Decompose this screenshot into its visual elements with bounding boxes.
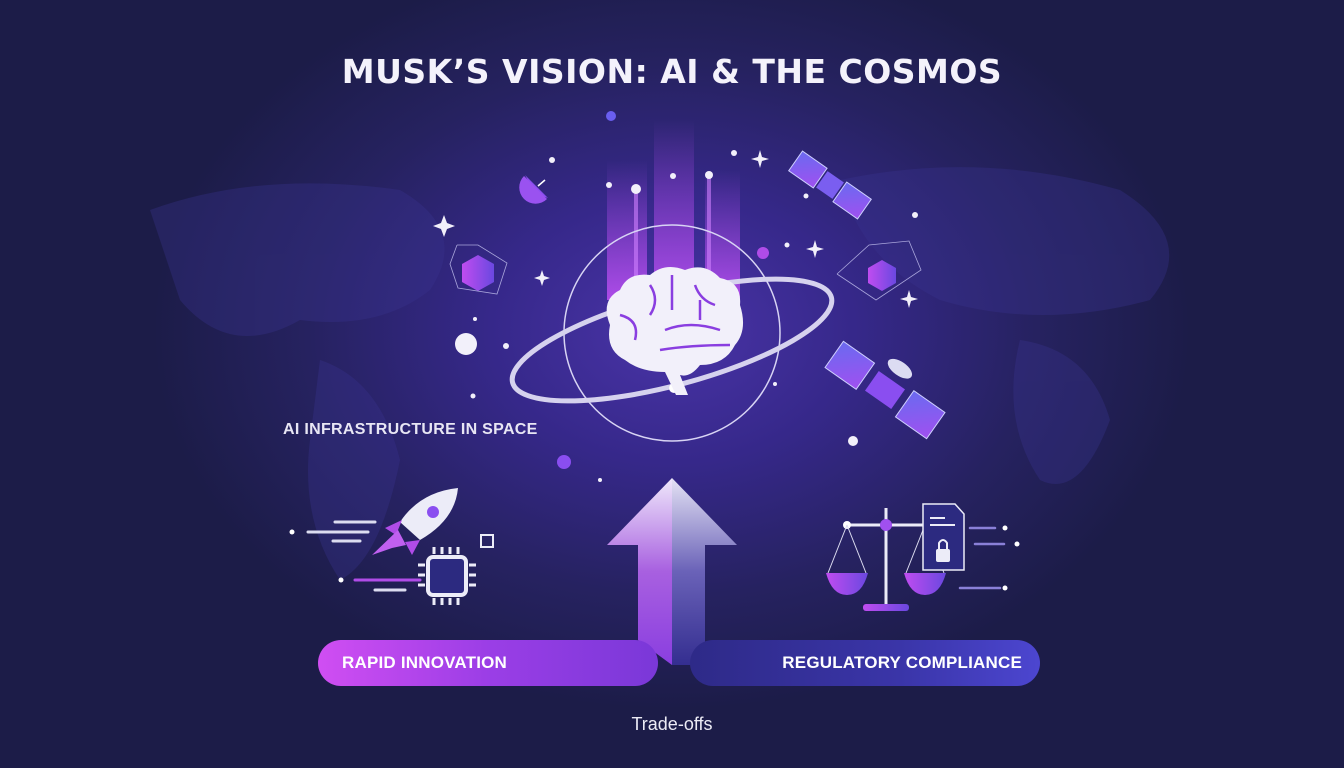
rapid-innovation-pill: RAPID INNOVATION bbox=[318, 640, 658, 686]
locked-document-icon bbox=[922, 503, 1020, 591]
star-dots bbox=[455, 111, 918, 482]
tradeoffs-caption: Trade-offs bbox=[631, 714, 713, 734]
satellite-dish-icon bbox=[519, 175, 548, 204]
rocket-icon bbox=[289, 488, 458, 592]
hexagon-network-icon bbox=[449, 240, 922, 301]
scales-icon bbox=[826, 508, 946, 611]
satellite-icon bbox=[824, 340, 946, 440]
page-title: MUSK’S VISION: AI & THE COSMOS bbox=[341, 52, 1003, 91]
infrastructure-label: AI INFRASTRUCTURE IN SPACE bbox=[283, 421, 538, 438]
up-arrow-icon bbox=[607, 478, 737, 665]
satellite-icon bbox=[788, 150, 872, 220]
sparkle-star-icon bbox=[433, 150, 918, 308]
brain-icon bbox=[606, 266, 744, 395]
regulatory-compliance-pill: REGULATORY COMPLIANCE bbox=[690, 640, 1040, 686]
world-map-background bbox=[150, 167, 1170, 580]
microchip-icon bbox=[418, 534, 494, 605]
